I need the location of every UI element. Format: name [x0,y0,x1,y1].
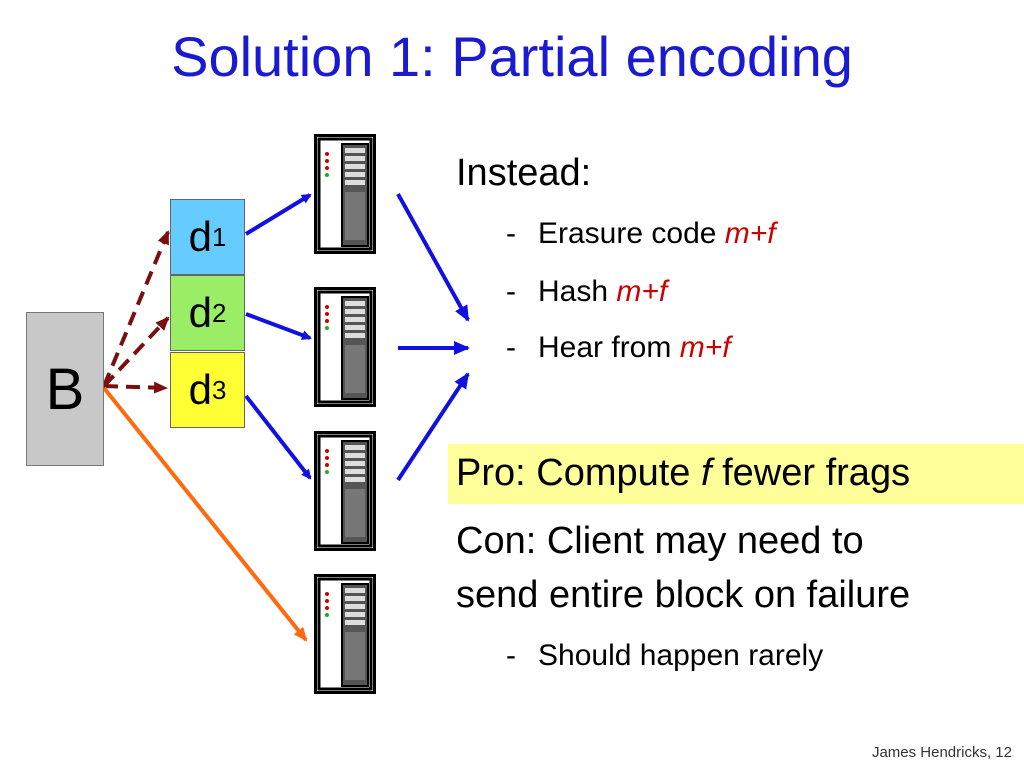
fragment-d2-sub: 2 [211,297,227,328]
slide-footer: James Hendricks, 12 [871,744,1012,761]
dashed-arrow-d2 [102,316,170,388]
bullet-erasure-code: -Erasure code m+f [506,214,776,254]
bullet-dash: - [506,331,516,364]
dashed-arrow-d3 [103,381,168,394]
bullet-should-happen-rarely: -Should happen rarely [506,636,823,676]
instead-heading: Instead: [456,152,592,194]
bullet-text: Hash [538,275,617,308]
pro-line: Pro: Compute f fewer frags [456,450,910,496]
bullet-text: Erasure code [538,217,725,250]
bullet-dash: - [506,275,516,308]
fragment-d1-sub: 1 [211,221,227,252]
bullet-hash: -Hash m+f [506,272,667,312]
pro-highlight [448,444,1024,504]
server-icon [314,574,376,694]
bullet-dash: - [506,217,516,250]
bullet-math: m+f [724,217,776,250]
con-line-1: Con: Client may need to [456,520,864,562]
fragment-d1-base: d [188,213,212,260]
blue-arrow-d3-server3 [244,394,312,480]
block-b: B [26,312,104,466]
pro-suffix: fewer frags [711,452,911,494]
fragment-d3-sub: 3 [211,374,227,405]
fragment-d2-base: d [188,289,212,336]
pro-math: f [701,452,712,494]
fragment-d3-base: d [188,366,212,413]
dashed-arrow-d1 [102,230,170,387]
server-icon [314,431,376,551]
bullet-hear-from: -Hear from m+f [506,328,731,368]
slide-title: Solution 1: Partial encoding [171,25,853,88]
bullet-text: Should happen rarely [538,639,824,672]
blue-arrow-d1-server1 [244,193,312,236]
con-line-2: send entire block on failure [456,574,911,616]
pro-prefix: Pro: Compute [456,452,701,494]
blue-arrow-d2-server2 [245,312,312,340]
bullet-math: m+f [679,331,731,364]
orange-arrow-full-block [102,386,308,642]
bullet-text: Hear from [538,331,680,364]
server-icon [314,287,376,407]
blue-arrow-server1-out [396,193,470,322]
blue-arrow-server3-out [396,372,470,482]
bullet-dash: - [506,639,516,672]
bullet-math: m+f [616,275,668,308]
server-icon [314,134,376,254]
